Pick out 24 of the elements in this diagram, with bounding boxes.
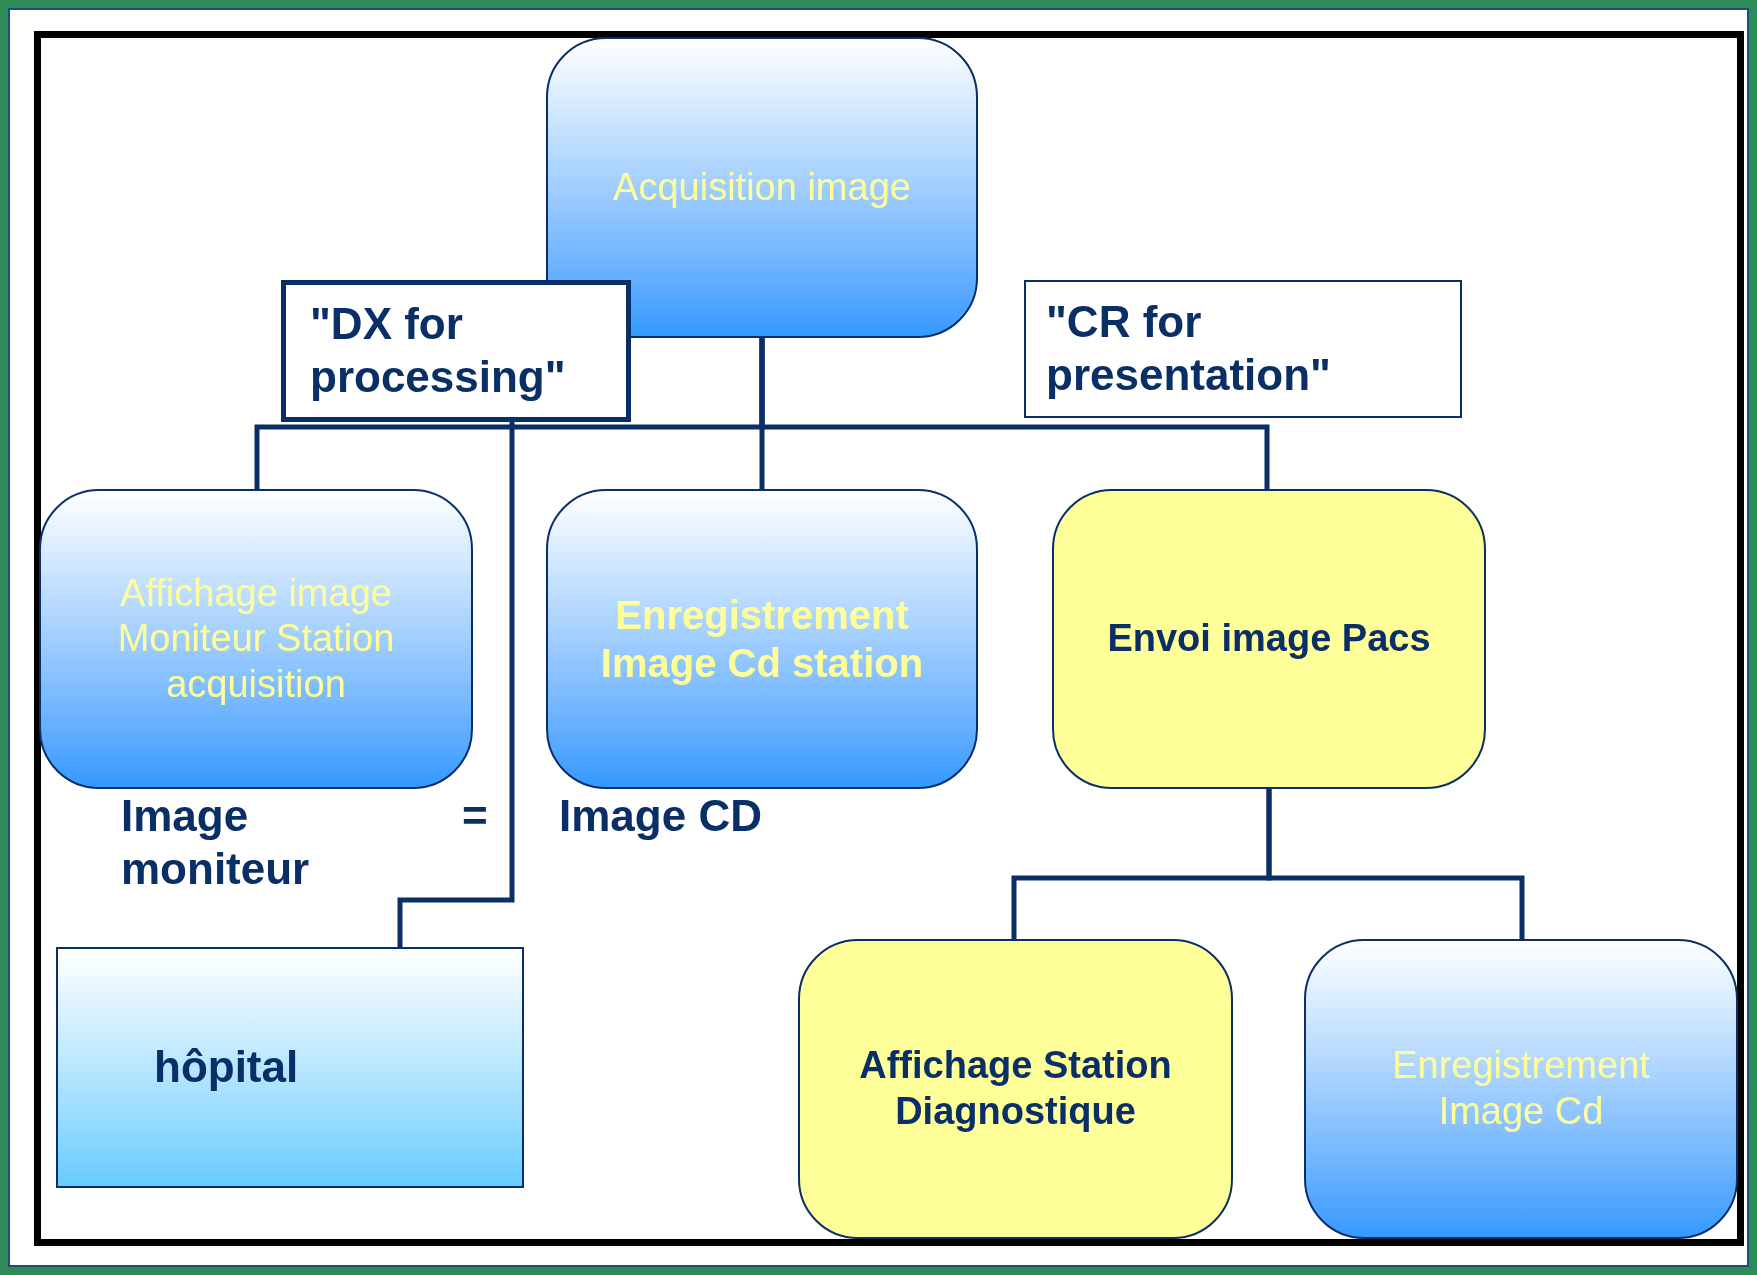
node-text: Enregistrement Image Cd station [599, 592, 925, 687]
process-box [1304, 939, 1738, 1239]
note-box [1024, 280, 1462, 418]
node-text: "CR for presentation" [1046, 296, 1332, 401]
node-text: Envoi image Pacs [1106, 616, 1432, 662]
caption-text: Image CD [559, 790, 763, 842]
process-box [546, 37, 978, 338]
node-text: "DX for processing" [310, 298, 567, 403]
process-box [39, 489, 473, 789]
node-text: Affichage Station Diagnostique [858, 1043, 1173, 1134]
process-box [546, 489, 978, 789]
node-text: Acquisition image [612, 164, 912, 210]
note-box [281, 280, 631, 422]
process-box [56, 947, 524, 1188]
connector-line [397, 422, 515, 947]
process-box [798, 939, 1233, 1239]
node-text: Enregistrement Image Cd [1391, 1043, 1651, 1134]
process-box [1052, 489, 1486, 789]
caption-text: Image moniteur [121, 790, 311, 895]
equals-sign: = [462, 790, 488, 842]
node-text: hôpital [154, 1041, 300, 1094]
node-text: Affichage image Moniteur Station acquisition [116, 570, 396, 707]
connector-line [1266, 789, 1525, 939]
connector-line [759, 338, 1270, 489]
